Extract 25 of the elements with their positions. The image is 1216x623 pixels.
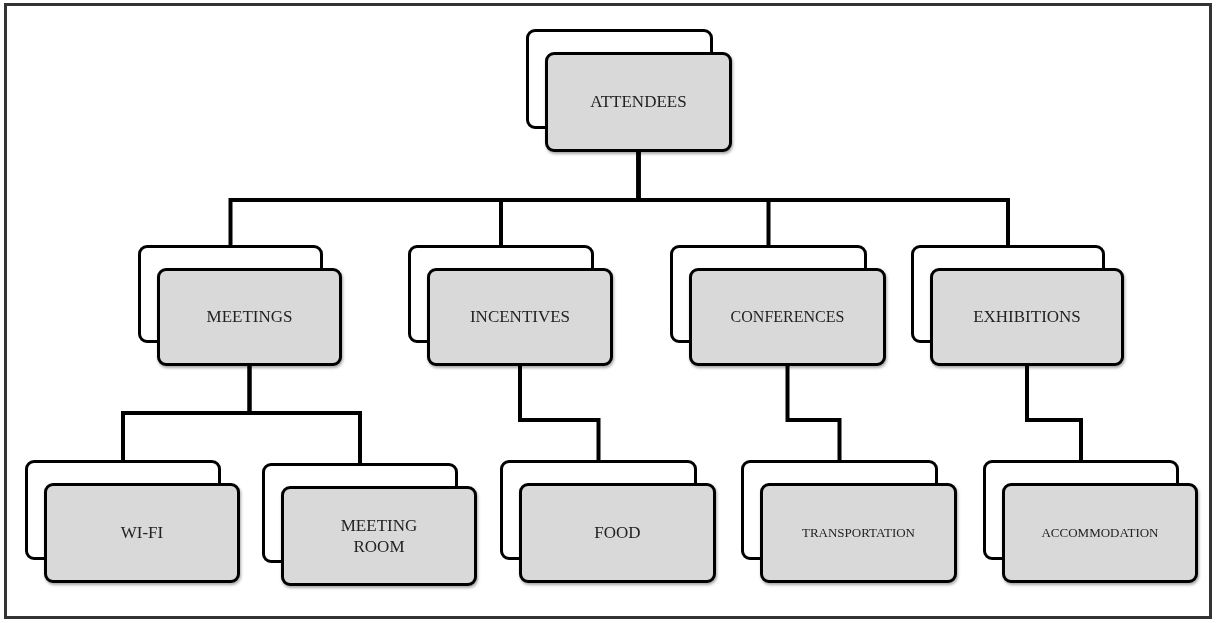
connector-line bbox=[785, 366, 842, 460]
stacked-card bbox=[741, 460, 957, 583]
stacked-card bbox=[526, 29, 732, 152]
node-label: ACCOMMODATION bbox=[1041, 524, 1159, 542]
connector-line bbox=[518, 366, 601, 460]
node-label: INCENTIVES bbox=[469, 306, 571, 328]
stacked-card bbox=[138, 245, 342, 366]
node-label: ATTENDEES bbox=[590, 91, 687, 113]
node-label: TRANSPORTATION bbox=[802, 524, 915, 542]
stacked-card bbox=[911, 245, 1124, 366]
stacked-card bbox=[983, 460, 1198, 583]
connector-line bbox=[636, 152, 1010, 245]
node-label: MEETINGS bbox=[206, 306, 293, 328]
connector-line bbox=[1025, 366, 1083, 460]
stacked-card bbox=[25, 460, 240, 583]
node-label: CONFERENCES bbox=[730, 307, 845, 327]
connector-line bbox=[247, 366, 362, 463]
stacked-card bbox=[408, 245, 613, 366]
node-label: EXHIBITIONS bbox=[973, 306, 1081, 328]
node-label: MEETING ROOM bbox=[339, 514, 419, 558]
node-label: WI-FI bbox=[120, 522, 164, 544]
stacked-card bbox=[262, 463, 477, 586]
stacked-card bbox=[670, 245, 886, 366]
stacked-card bbox=[500, 460, 716, 583]
node-label: FOOD bbox=[594, 522, 641, 544]
